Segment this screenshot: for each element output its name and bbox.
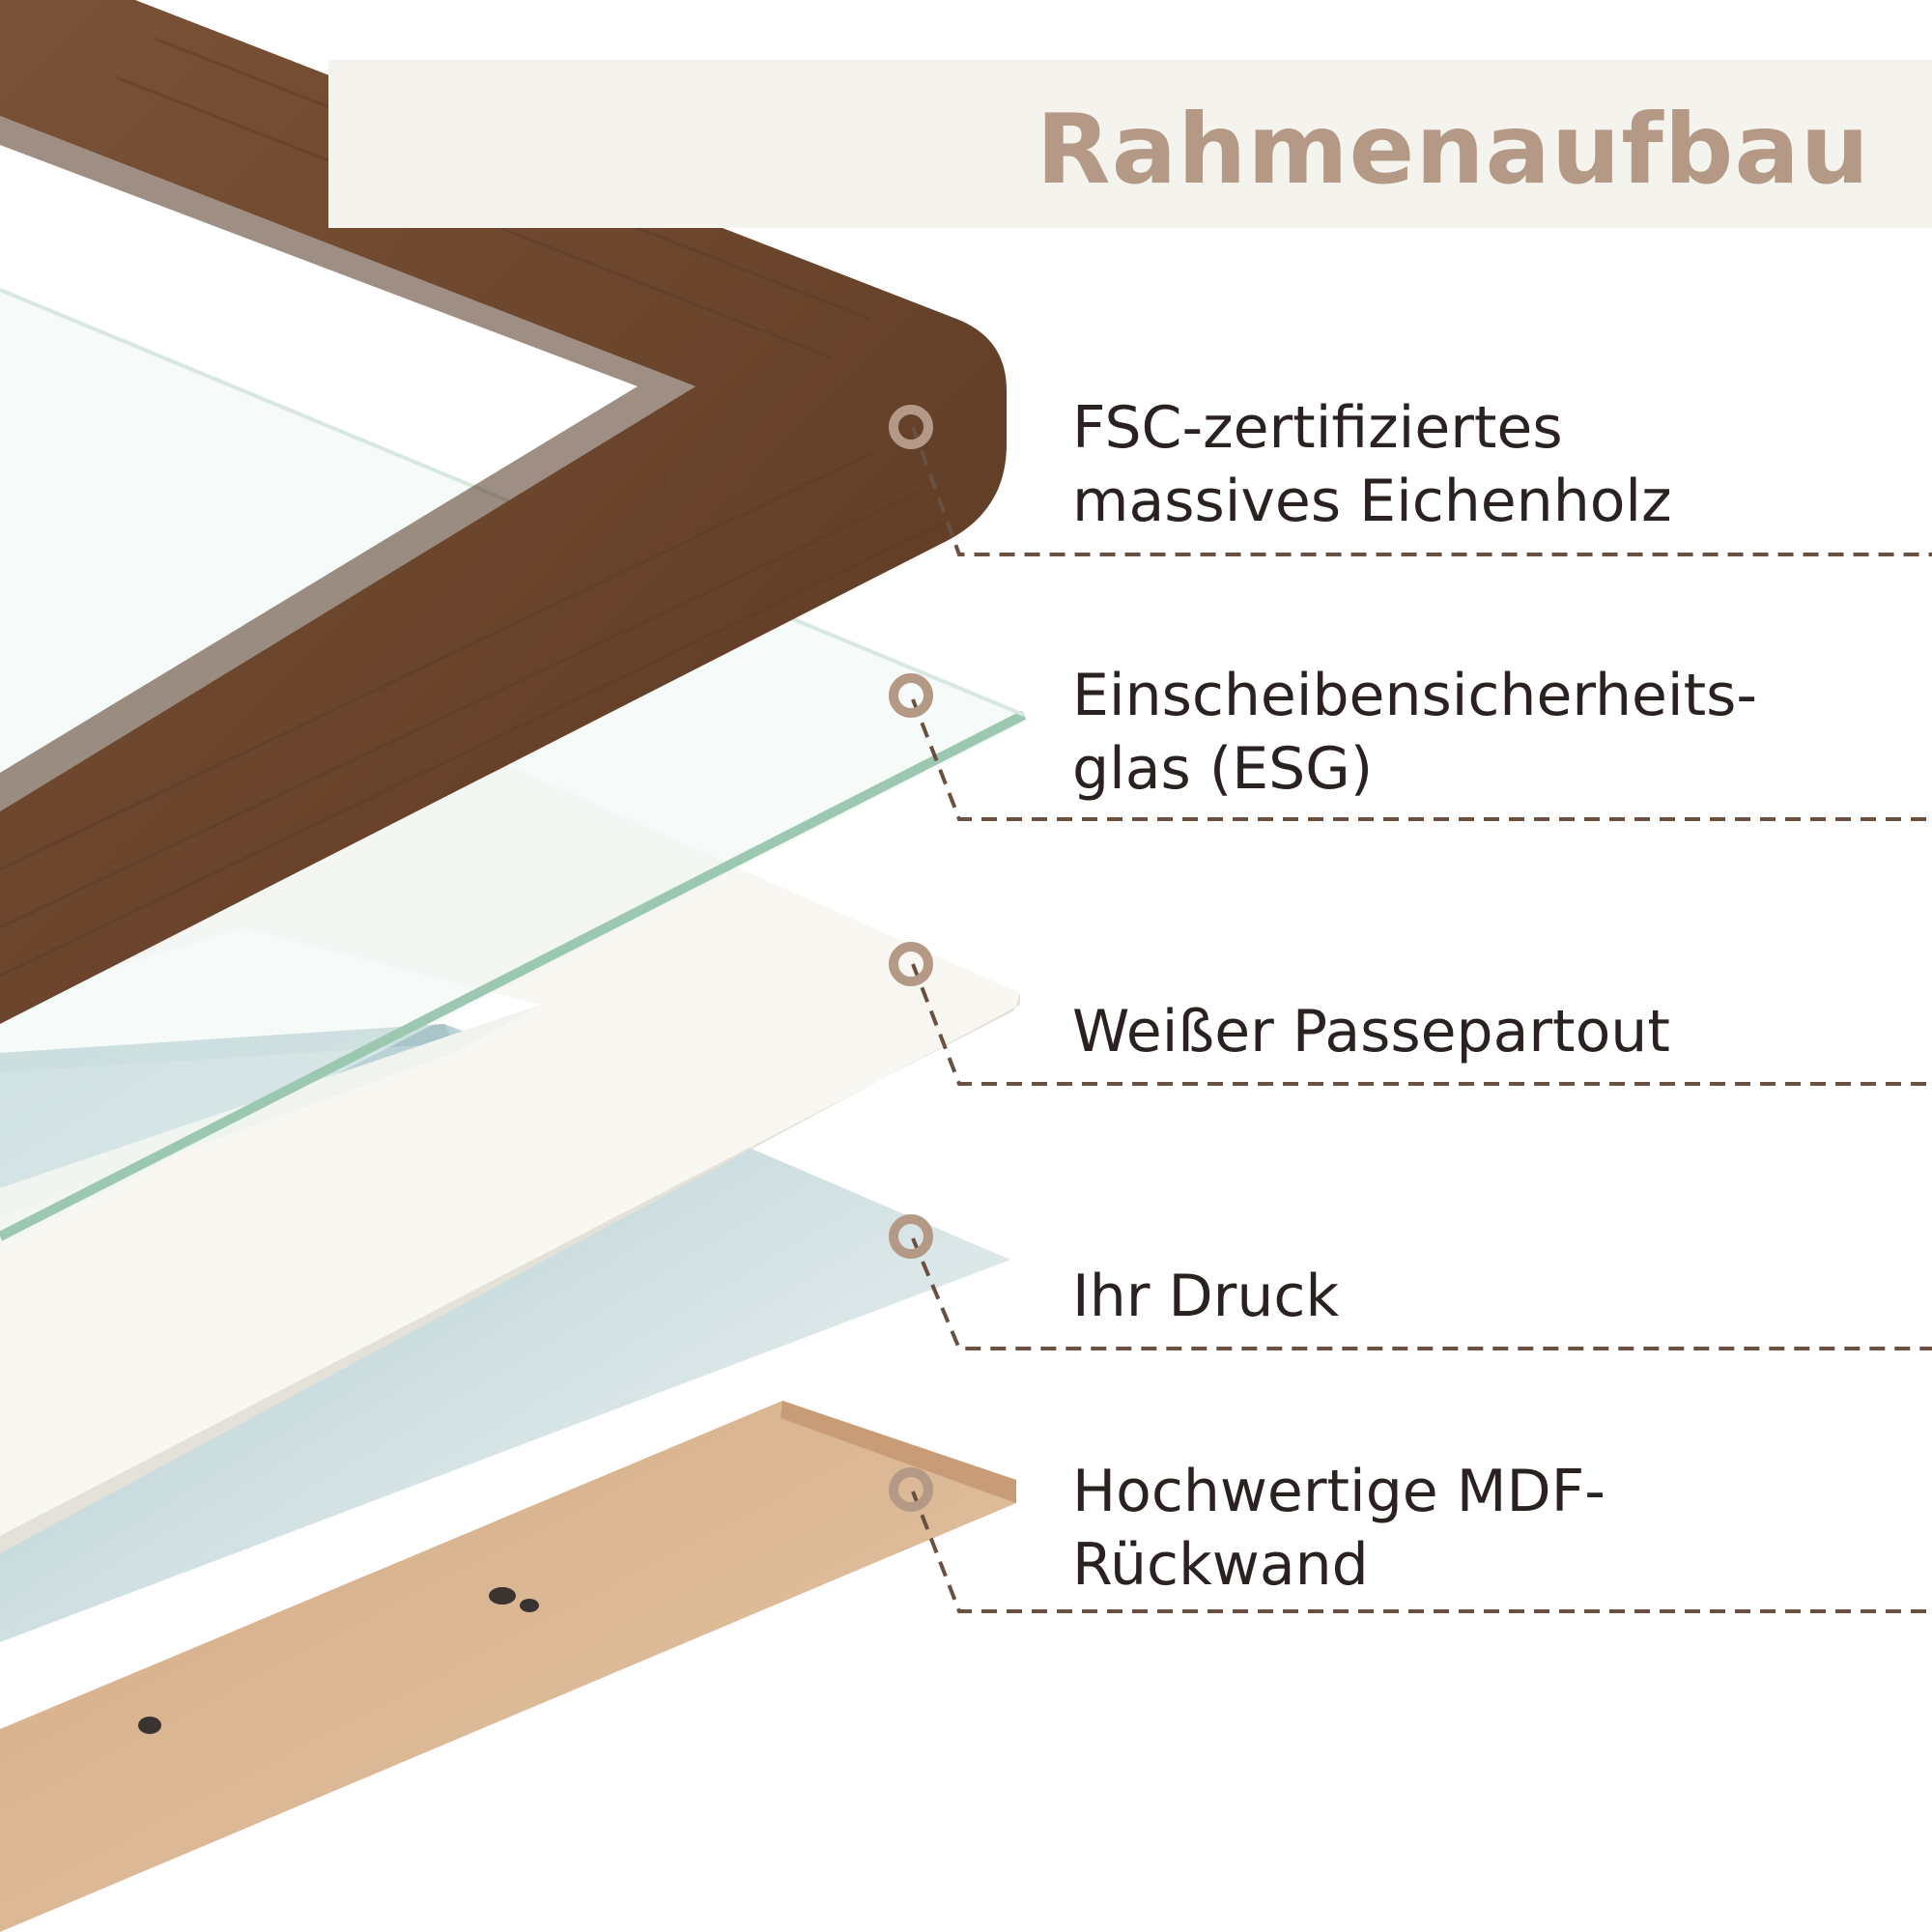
label-line: Hochwertige MDF- bbox=[1072, 1458, 1605, 1525]
label-line: Einscheibensicherheits- bbox=[1072, 662, 1758, 729]
label-line: FSC-zertifiziertes bbox=[1072, 394, 1563, 462]
label-white-mat: Weißer Passepartout bbox=[1072, 995, 1670, 1068]
mat-board bbox=[0, 763, 1020, 1536]
leader-lines bbox=[911, 426, 1932, 1613]
mdf-back-panel-edge bbox=[781, 1401, 1016, 1503]
glass-pane-edge bbox=[0, 710, 1027, 1241]
title-band bbox=[328, 60, 1932, 228]
diagram-title: Rahmenaufbau bbox=[1036, 93, 1870, 206]
label-line: Ihr Druck bbox=[1072, 1263, 1340, 1330]
label-line: Rückwand bbox=[1072, 1531, 1369, 1599]
mdf-back-panel bbox=[0, 1401, 1016, 1932]
label-safety-glass: Einscheibensicherheits- glas (ESG) bbox=[1072, 659, 1757, 806]
oak-frame-rebate bbox=[0, 116, 696, 811]
leader-dots bbox=[889, 405, 933, 1512]
label-print: Ihr Druck bbox=[1072, 1260, 1339, 1333]
mat-board-edge bbox=[0, 993, 1020, 1553]
label-line: Weißer Passepartout bbox=[1072, 998, 1670, 1065]
glass-pane bbox=[0, 290, 1024, 1246]
label-oak-frame: FSC-zertifiziertes massives Eichenholz bbox=[1072, 391, 1672, 538]
label-mdf-back: Hochwertige MDF- Rückwand bbox=[1072, 1455, 1605, 1602]
label-line: glas (ESG) bbox=[1072, 735, 1374, 803]
oak-frame-corner bbox=[0, 0, 1007, 1024]
label-line: massives Eichenholz bbox=[1072, 468, 1672, 535]
mdf-holes bbox=[138, 1587, 539, 1734]
